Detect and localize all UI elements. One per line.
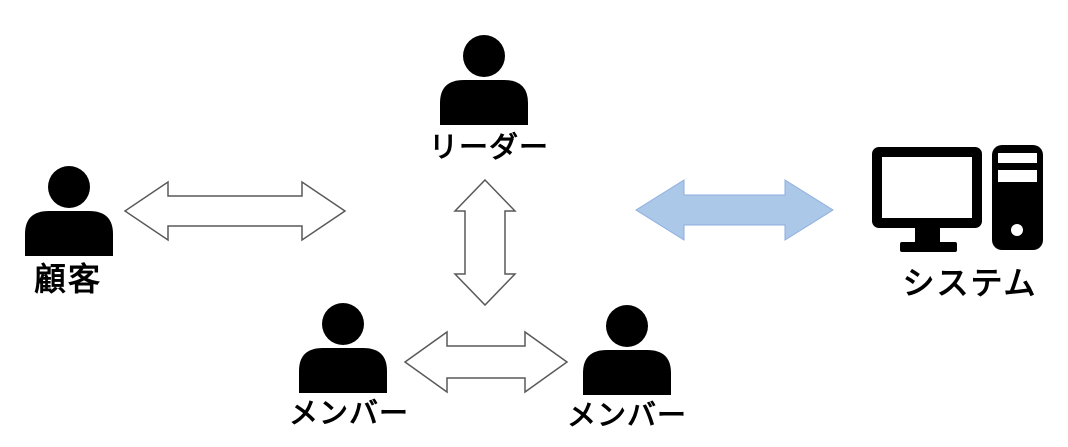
node-label-member-right: メンバー (566, 398, 688, 432)
computer-icon (872, 145, 1043, 252)
double-arrow-member-member (403, 330, 569, 394)
double-arrow-customer-leader (123, 180, 347, 242)
double-arrow-leader-members (453, 178, 517, 307)
node-label-customer: 顧客 (33, 260, 103, 298)
person-icon (25, 166, 113, 256)
person-icon (440, 35, 528, 125)
node-leader (440, 35, 528, 125)
person-icon (299, 303, 387, 393)
node-label-member-left: メンバー (288, 396, 410, 430)
node-label-leader: リーダー (428, 130, 550, 164)
node-member-left (299, 303, 387, 393)
node-system (872, 145, 1043, 252)
node-customer (25, 166, 113, 256)
node-label-system: システム (902, 264, 1038, 302)
person-icon (583, 305, 671, 395)
double-arrow-leader-system (635, 179, 834, 241)
node-member-right (583, 305, 671, 395)
